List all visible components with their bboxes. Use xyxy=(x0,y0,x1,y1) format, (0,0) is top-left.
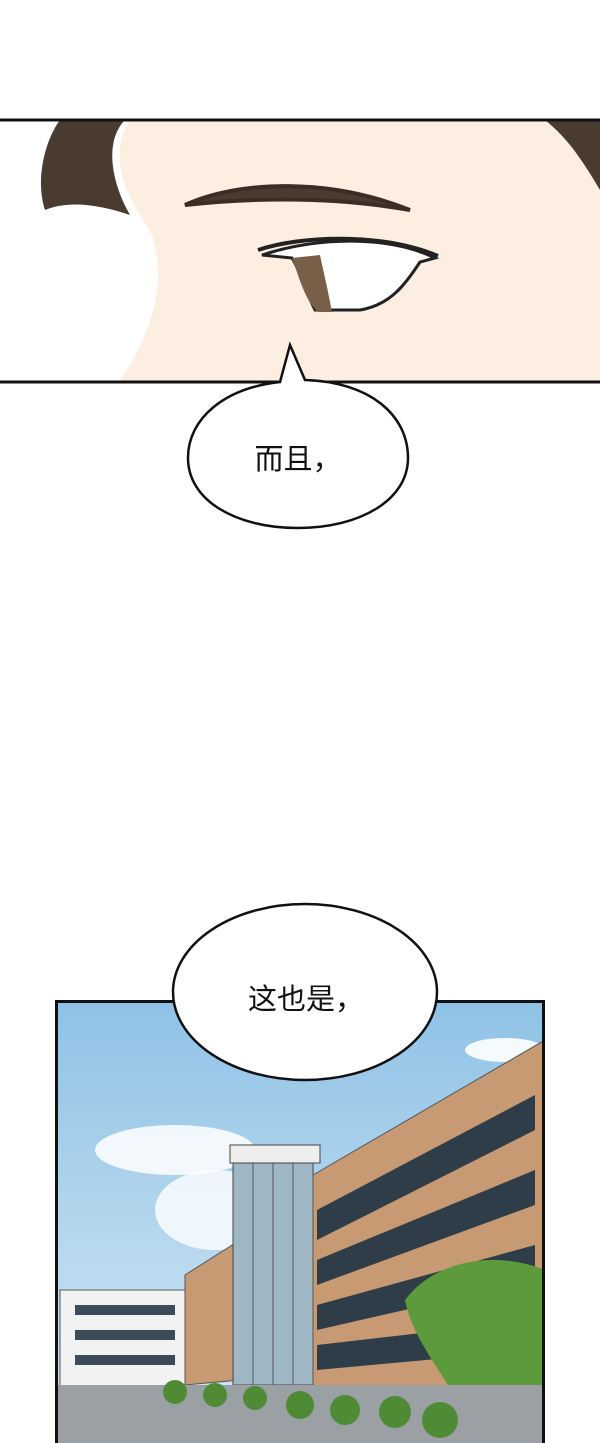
hair-left xyxy=(40,120,130,215)
bubble-1-text: 而且， xyxy=(254,442,342,476)
eyebrow xyxy=(184,184,411,212)
speech-bubble-2 xyxy=(171,902,439,1082)
background-left xyxy=(0,120,159,382)
school-building-panel xyxy=(55,1000,545,1443)
eyelid-line xyxy=(257,236,439,258)
bubble-2-text: 这也是， xyxy=(247,982,364,1016)
face-closeup-panel xyxy=(0,118,600,384)
speech-bubble-1 xyxy=(186,341,410,530)
iris xyxy=(292,255,332,312)
hair-right xyxy=(545,120,600,190)
cloud xyxy=(95,1125,255,1175)
